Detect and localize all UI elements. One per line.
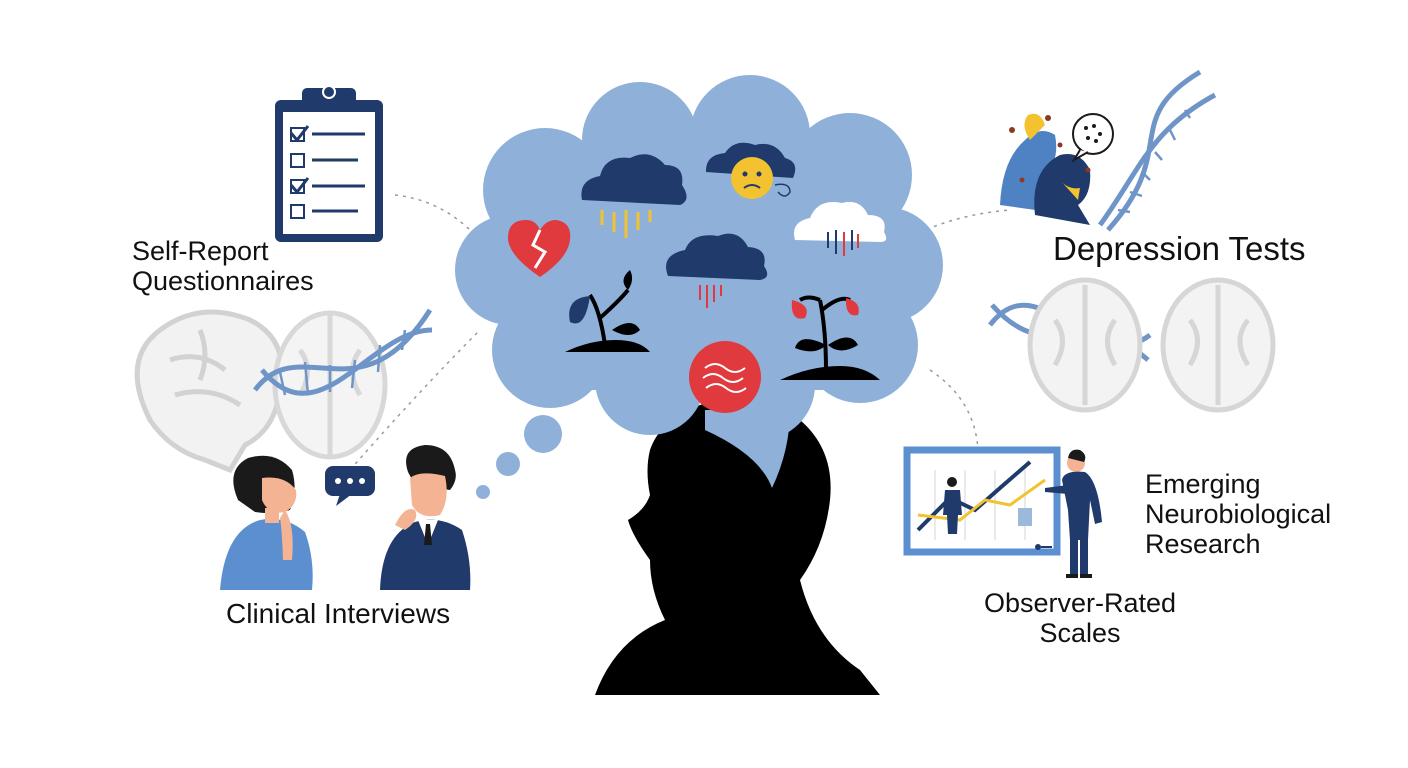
brain-icon-right-2 — [1160, 277, 1276, 413]
emerging-line-1: Emerging — [1145, 469, 1261, 499]
observer-rated-scales-label: Observer-Rated Scales — [984, 588, 1176, 648]
wilted-plant-icon-right — [780, 295, 880, 380]
cloud-icon-rain-white — [794, 201, 887, 256]
clipboard-icon — [275, 85, 383, 242]
brain-icon-left-1 — [134, 309, 285, 474]
person-icon-presenter — [1045, 449, 1102, 578]
emerging-line-2: Neurobiological — [1145, 499, 1332, 530]
person-icon-woman — [220, 455, 313, 590]
broken-heart-icon — [508, 220, 571, 277]
sad-face-icon — [705, 142, 796, 199]
brain-icon-right-1 — [1027, 277, 1143, 413]
clinical-interviews-label: Clinical Interviews — [226, 598, 451, 629]
dna-icon-top-right — [1097, 69, 1217, 232]
cloud-icon-rain-1 — [581, 154, 687, 238]
observer-line-1: Observer-Rated — [984, 588, 1177, 618]
self-report-line-1: Self-Report — [132, 236, 269, 266]
depression-tests-title: Depression Tests — [1053, 230, 1306, 267]
wilted-plant-icon-left — [565, 270, 650, 352]
self-report-line-2: Questionnaires — [132, 266, 314, 297]
self-report-questionnaires-label: Self-Report Questionnaires — [132, 236, 314, 296]
dotted-connectors — [349, 194, 1011, 471]
chart-board-icon — [903, 446, 1061, 556]
cloud-icon-rain-2 — [666, 233, 768, 308]
person-silhouette-icon-group — [1000, 113, 1091, 225]
wave-icon — [689, 341, 761, 413]
head-silhouette-icon — [595, 400, 880, 695]
dna-icon-left — [253, 308, 433, 396]
chat-bubble-icon — [325, 466, 375, 506]
emerging-neurobiological-research-label: Emerging Neurobiological Research — [1145, 469, 1331, 560]
observer-line-2: Scales — [1039, 618, 1121, 649]
emerging-line-3: Research — [1145, 529, 1261, 560]
person-icon-man — [380, 445, 471, 590]
thought-bubble-icon-small — [1071, 113, 1114, 163]
